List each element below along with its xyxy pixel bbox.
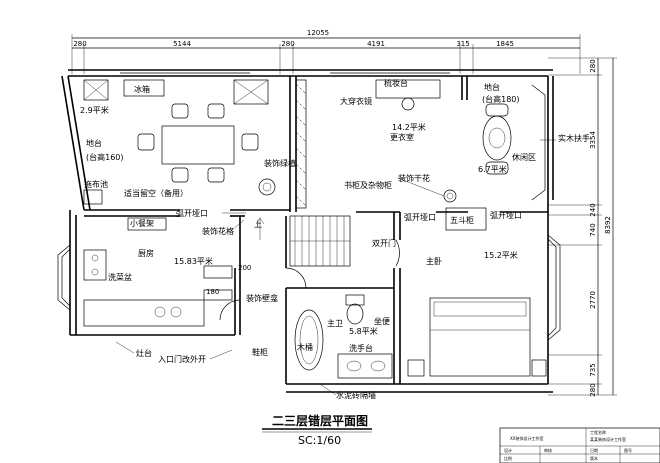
label-washbasin: 洗手台 xyxy=(349,343,373,353)
dim-right-4: 740 xyxy=(589,223,597,236)
label-wardrobe: 大穿衣镜 xyxy=(340,96,372,106)
title-block-cell-5: 比例 xyxy=(504,455,512,461)
label-counter: 灶台 xyxy=(136,348,152,358)
drawing-title: 二三层错层平面图 xyxy=(272,413,368,428)
drawing-scale: SC:1/60 xyxy=(298,434,341,447)
title-block-cell-4: 图号 xyxy=(624,447,632,453)
label-bathtub: 木桶 xyxy=(297,342,313,352)
label-guest-room: 适当留空（备用） xyxy=(124,188,188,198)
dim-right-2: 3354 xyxy=(589,131,597,149)
label-area-14-2: 14.2平米 xyxy=(392,122,426,132)
dim-right-7: 280 xyxy=(589,383,597,396)
title-block-cell-3: 日期 xyxy=(590,447,598,453)
leader-lines xyxy=(115,139,556,396)
label-platform-left: 地台 xyxy=(86,138,102,148)
title-block-line2: 某某装饰设计工作室 xyxy=(590,436,626,442)
dim-total-top: 12055 xyxy=(307,29,329,37)
dim-top-4: 4191 xyxy=(367,40,385,48)
drawing-title-group: 二三层错层平面图 SC:1/60 xyxy=(262,413,372,447)
label-sink: 洗菜盆 xyxy=(108,272,132,282)
label-platform-left-height: (台高160) xyxy=(86,152,124,162)
title-block-cell-2: 审核 xyxy=(544,447,552,453)
title-block-company: XX装饰设计工作室 xyxy=(510,435,543,441)
title-block-cell-6: 版本 xyxy=(590,455,598,461)
label-master-bedroom: 主卧 xyxy=(426,256,442,266)
label-platform-right: 地台 xyxy=(484,82,500,92)
dim-right-5: 2770 xyxy=(589,291,597,309)
label-toilet: 坐便 xyxy=(374,316,390,326)
label-small-shelf: 小餐架 xyxy=(130,219,154,228)
label-small-dim-180: 180 xyxy=(206,288,219,296)
furniture xyxy=(83,79,547,379)
dim-right-3: 240 xyxy=(589,203,597,216)
label-shoe-cabinet: 鞋柜 xyxy=(252,347,268,357)
label-area-15-83: 15.83平米 xyxy=(174,256,213,266)
label-bookshelf: 书柜及杂物柜 xyxy=(344,180,392,190)
label-double-door: 双开门 xyxy=(372,238,396,248)
top-dimensions: 12055 280 5144 280 4191 315 1845 xyxy=(71,29,581,74)
label-kitchen: 厨房 xyxy=(138,248,154,258)
label-arch-entry-1: 弧开垭口 xyxy=(176,208,208,218)
dim-right-1: 280 xyxy=(589,59,597,72)
dim-top-2: 5144 xyxy=(173,40,191,48)
label-area-15-2: 15.2平米 xyxy=(484,250,518,260)
title-block-line1: 工程名称 xyxy=(590,429,606,435)
label-arch-entry-2: 弧开垭口 xyxy=(404,212,436,222)
dim-total-right: 8392 xyxy=(604,216,612,234)
dim-top-5: 315 xyxy=(456,40,469,48)
wardrobe-hatch xyxy=(295,79,307,209)
label-platform-right-height: (台高180) xyxy=(482,94,520,104)
dim-top-6: 1845 xyxy=(496,40,514,48)
label-deco-flower: 装饰干花 xyxy=(398,173,430,183)
right-dimensions: 280 3354 240 740 2770 735 280 8392 xyxy=(548,57,617,397)
label-entry-door: 入口门改外开 xyxy=(158,354,206,364)
label-cloakroom: 更衣室 xyxy=(390,132,414,142)
label-handrail: 实木扶手 xyxy=(558,133,590,143)
label-area-5-8: 5.8平米 xyxy=(349,326,378,336)
label-up: 上 xyxy=(254,220,262,229)
label-arch-entry-3: 弧开垭口 xyxy=(490,210,522,220)
room-labels: 冰箱 2.9平米 地台 (台高160) 拖布池 适当留空（备用） 装饰绿植 书柜… xyxy=(80,78,590,400)
label-deco-stem: 装饰绿植 xyxy=(264,158,296,168)
windows xyxy=(57,69,561,393)
label-area-2-9: 2.9平米 xyxy=(80,105,109,115)
label-five-drawer: 五斗柜 xyxy=(450,215,474,225)
label-small-dim-200: 200 xyxy=(238,264,251,272)
label-mop-pool: 拖布池 xyxy=(84,179,108,189)
label-area-6-7: 6.7平米 xyxy=(478,164,507,174)
doors xyxy=(219,239,400,321)
label-deco-niche: 装饰壁龛 xyxy=(246,293,278,303)
label-leisure: 休闲区 xyxy=(512,152,536,162)
label-master-bath: 主卫 xyxy=(327,318,343,328)
staircase xyxy=(255,215,351,267)
label-deco-lattice: 装饰花格 xyxy=(202,226,234,236)
title-block-cell-1: 设计 xyxy=(504,447,512,453)
dim-right-6: 735 xyxy=(589,363,597,376)
label-fridge: 冰箱 xyxy=(134,84,150,94)
label-cement-wall: 水泥砖隔墙 xyxy=(336,390,376,400)
title-block: XX装饰设计工作室 工程名称 某某装饰设计工作室 设计 审核 日期 图号 比例 … xyxy=(499,427,660,463)
dim-top-3: 280 xyxy=(281,40,294,48)
label-dresser: 梳妆台 xyxy=(384,78,408,88)
dim-top-1: 280 xyxy=(73,40,86,48)
